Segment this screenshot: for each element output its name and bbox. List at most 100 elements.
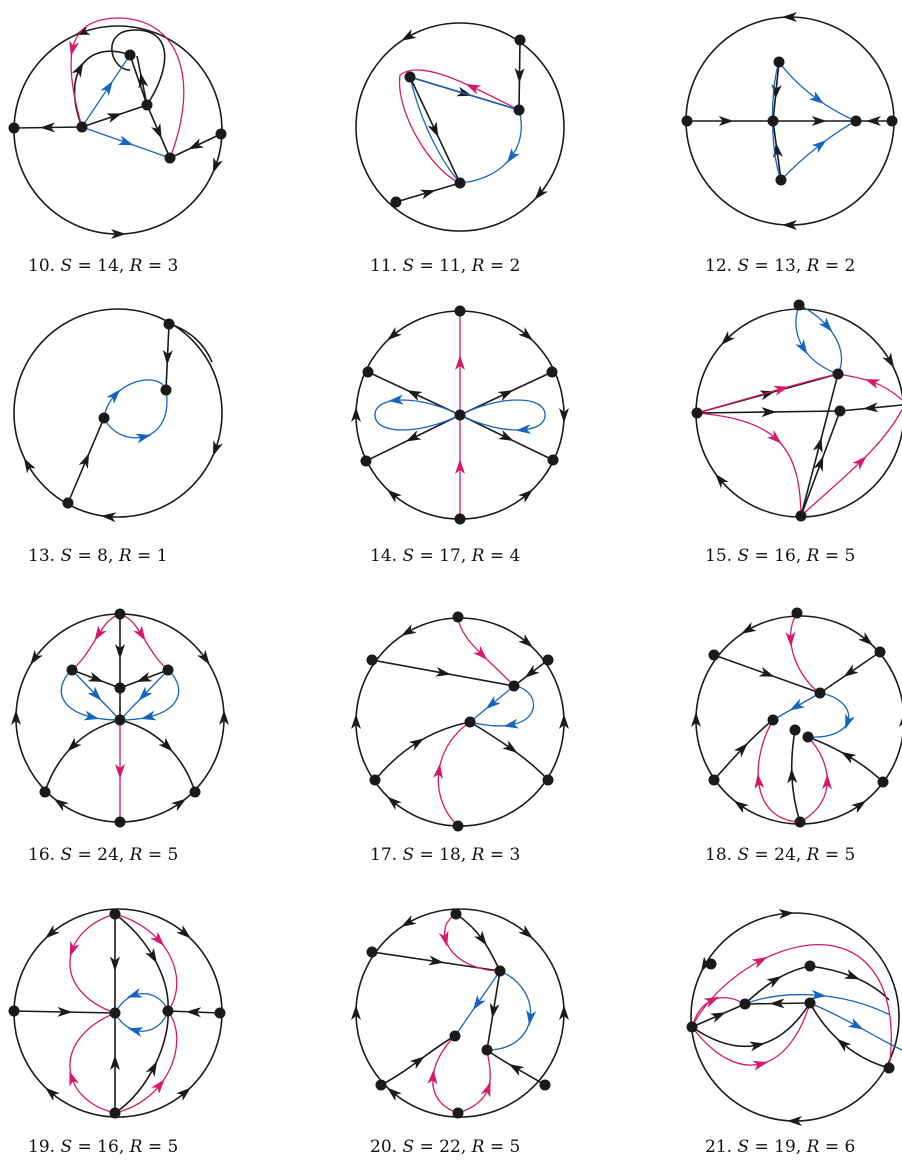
flow-arrow bbox=[472, 994, 486, 1011]
flow-arrow bbox=[67, 737, 82, 752]
equilibrium-point bbox=[886, 115, 898, 127]
equilibrium-point bbox=[109, 908, 121, 920]
trajectory bbox=[44, 719, 121, 793]
flow-arrow bbox=[127, 988, 143, 998]
boundary-arrow bbox=[387, 489, 402, 504]
trajectory bbox=[799, 736, 828, 823]
flow-arrow bbox=[752, 1060, 769, 1071]
flow-arrow bbox=[502, 740, 518, 754]
trajectory bbox=[455, 913, 501, 972]
flow-arrow bbox=[69, 1070, 79, 1087]
equilibrium-point bbox=[162, 1005, 174, 1017]
flow-arrow bbox=[811, 116, 827, 126]
flow-arrow bbox=[127, 1027, 144, 1037]
flow-arrow bbox=[406, 390, 423, 401]
flow-arrow bbox=[151, 123, 162, 139]
boundary-arrow bbox=[782, 12, 797, 22]
flow-arrow bbox=[758, 666, 775, 677]
trajectory bbox=[114, 992, 169, 1014]
equilibrium-point bbox=[814, 687, 826, 699]
equilibrium-point bbox=[141, 99, 153, 111]
flow-arrow bbox=[812, 437, 823, 454]
equilibrium-point bbox=[215, 128, 227, 140]
figure-13 bbox=[13, 308, 223, 523]
flow-arrow bbox=[852, 455, 867, 471]
equilibrium-point bbox=[98, 412, 110, 424]
equilibrium-point bbox=[508, 680, 520, 692]
figure-15 bbox=[691, 299, 902, 522]
boundary-circle bbox=[690, 912, 900, 1122]
flow-arrow bbox=[106, 113, 123, 123]
trajectory bbox=[81, 54, 131, 128]
flow-arrow bbox=[138, 72, 149, 89]
flow-arrow bbox=[388, 394, 404, 405]
flow-arrow bbox=[435, 666, 451, 677]
flow-arrow bbox=[761, 407, 777, 418]
flow-arrow bbox=[821, 774, 832, 790]
boundary-arrow bbox=[74, 25, 91, 36]
equilibrium-point bbox=[114, 714, 126, 726]
flow-arrow bbox=[71, 62, 84, 78]
equilibrium-point bbox=[804, 997, 816, 1009]
caption-fig-19: 19. S = 16, R = 5 bbox=[28, 1137, 178, 1157]
boundary-arrow bbox=[559, 1005, 569, 1020]
flow-arrow bbox=[456, 86, 473, 97]
equilibrium-point bbox=[804, 960, 816, 972]
equilibrium-point bbox=[773, 56, 785, 68]
flow-arrow bbox=[405, 430, 422, 442]
flow-arrow bbox=[419, 189, 436, 200]
flow-arrow bbox=[844, 969, 860, 980]
equilibrium-point bbox=[794, 816, 806, 828]
trajectory bbox=[111, 29, 166, 106]
flow-arrow bbox=[106, 389, 121, 404]
trajectory bbox=[114, 913, 178, 1012]
trajectory bbox=[114, 913, 169, 1012]
equilibrium-point bbox=[542, 654, 554, 666]
boundary-arrow bbox=[100, 512, 117, 523]
trajectory bbox=[798, 304, 843, 375]
equilibrium-point bbox=[546, 366, 558, 378]
flow-arrow bbox=[754, 773, 765, 789]
boundary-arrow bbox=[787, 1116, 802, 1126]
boundary-arrow bbox=[518, 633, 533, 648]
equilibrium-point bbox=[404, 71, 416, 83]
boundary-arrow bbox=[219, 710, 229, 725]
trajectory bbox=[778, 61, 857, 122]
flow-arrow bbox=[733, 743, 748, 758]
flow-arrow bbox=[100, 80, 113, 96]
figure-18 bbox=[691, 607, 902, 828]
equilibrium-point bbox=[114, 608, 126, 620]
trajectory bbox=[409, 76, 461, 184]
boundary-arrow bbox=[518, 489, 533, 504]
flow-arrow bbox=[863, 402, 879, 413]
equilibrium-point bbox=[375, 1079, 387, 1091]
boundary-arrow bbox=[45, 924, 60, 939]
equilibrium-point bbox=[793, 299, 805, 311]
flow-arrow bbox=[751, 957, 768, 969]
flow-arrow bbox=[409, 1056, 425, 1070]
trajectory bbox=[780, 120, 857, 181]
trajectory bbox=[469, 685, 535, 727]
trajectory bbox=[837, 373, 902, 401]
equilibrium-point bbox=[739, 998, 751, 1010]
boundary-arrow bbox=[851, 800, 867, 814]
equilibrium-point bbox=[452, 611, 464, 623]
trajectory bbox=[789, 612, 821, 694]
boundary-circle bbox=[13, 25, 223, 235]
equilibrium-point bbox=[366, 946, 378, 958]
boundary-arrow bbox=[23, 458, 36, 474]
flow-arrow bbox=[759, 390, 776, 401]
boundary-arrow bbox=[53, 798, 69, 812]
equilibrium-point bbox=[8, 122, 20, 134]
boundary-arrow bbox=[720, 331, 735, 346]
boundary-arrow bbox=[733, 800, 749, 814]
equilibrium-point bbox=[874, 646, 886, 658]
caption-row-3: 16. S = 24, R = 5 17. S = 18, R = 3 18. … bbox=[28, 845, 855, 865]
equilibrium-point bbox=[454, 305, 466, 317]
caption-fig-13: 13. S = 8, R = 1 bbox=[28, 546, 168, 566]
equilibrium-point bbox=[114, 816, 126, 828]
trajectory bbox=[795, 304, 839, 375]
equilibrium-point bbox=[109, 1107, 121, 1119]
flow-arrow bbox=[151, 1079, 165, 1094]
